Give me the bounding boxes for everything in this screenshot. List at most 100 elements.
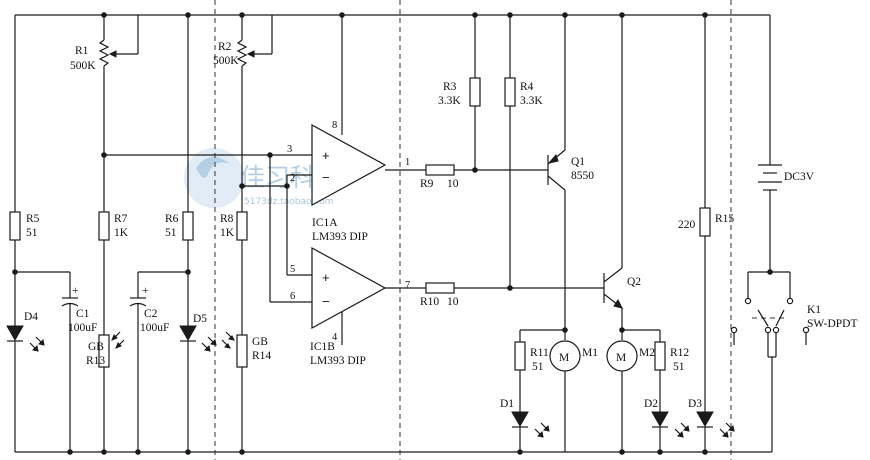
r10-ref: R10 — [420, 296, 439, 308]
r8-value: 1K — [220, 227, 235, 239]
transistor-q1: Q1 8550 — [547, 15, 594, 330]
r15-value: 220 — [678, 219, 696, 231]
d4-triangle — [6, 325, 24, 342]
r8-branch: R8 1K GB R14 — [220, 211, 271, 452]
pullup-resistors: R3 3.3K R4 3.3K — [438, 15, 543, 288]
r3-value: 3.3K — [438, 95, 461, 107]
watermark-logo — [184, 148, 244, 208]
ic1a-ref: IC1A — [312, 217, 338, 229]
transistor-q2: Q2 — [603, 15, 641, 330]
r2-value: 500K — [213, 55, 239, 67]
switch-k1: K1 SW-DPDT — [730, 269, 857, 453]
resistor-r7 — [98, 211, 110, 241]
pin-3-label: 3 — [287, 144, 292, 155]
watermark-logo-swirl — [196, 156, 230, 178]
m2-ref: M2 — [639, 347, 655, 359]
k1-ref: K1 — [807, 304, 821, 316]
svg-text:+: + — [142, 285, 149, 297]
k1-type: SW-DPDT — [807, 318, 857, 330]
r5-value: 51 — [26, 227, 38, 239]
q2-ref: Q2 — [627, 276, 641, 288]
pin-5-label: 5 — [290, 264, 295, 275]
r12-ref: R12 — [670, 347, 689, 359]
motor-m2-branch: M M2 R12 51 D2 — [606, 327, 690, 452]
r11-value: 51 — [532, 361, 544, 373]
c1-ref: C1 — [76, 308, 90, 320]
ic1b-triangle — [311, 246, 387, 330]
q1-ref: Q1 — [571, 156, 585, 168]
pin-6-label: 6 — [290, 291, 295, 302]
pin-4-label: 4 — [332, 332, 338, 343]
led-d4: D4 — [6, 311, 70, 453]
resistor-r11 — [514, 341, 526, 371]
m1-ref: M1 — [582, 347, 598, 359]
supply-rails — [14, 12, 770, 455]
ic1b-minus: − — [322, 294, 330, 309]
resistor-r4 — [504, 77, 516, 107]
r4-value: 3.3K — [520, 95, 543, 107]
capacitor-c2: + C2 100uF — [129, 271, 188, 452]
d4-ref: D4 — [24, 311, 38, 323]
r7-ref: R7 — [114, 213, 128, 225]
ic1b-part: LM393 DIP — [310, 355, 366, 367]
d2-ref: D2 — [644, 398, 658, 410]
r5-ref: R5 — [26, 213, 40, 225]
r13-ref: R13 — [86, 355, 105, 367]
r14-type: GB — [252, 336, 268, 348]
comparator-input-wiring — [104, 152, 312, 303]
r7-value: 1K — [114, 227, 129, 239]
d3-triangle — [696, 411, 714, 428]
r2-ref: R2 — [218, 41, 232, 53]
m1-symbol: M — [559, 352, 569, 364]
d1-triangle — [511, 411, 529, 428]
resistor-r6 — [182, 211, 194, 241]
pin-8-label: 8 — [332, 120, 337, 131]
resistor-r8 — [236, 211, 248, 241]
resistor-r3 — [469, 77, 481, 107]
r4-ref: R4 — [520, 81, 534, 93]
pin-1-label: 1 — [405, 157, 410, 168]
r14-ref: R14 — [252, 350, 271, 362]
ic1b-plus: + — [322, 270, 330, 285]
section-dividers — [214, 0, 732, 460]
r9-value: 10 — [447, 178, 459, 190]
battery-dc3v: DC3V — [758, 15, 815, 272]
pin-2-label: 2 — [290, 173, 295, 184]
resistor-r12 — [654, 341, 666, 371]
resistor-r9 — [425, 164, 455, 176]
pin-7-label: 7 — [405, 280, 410, 291]
q1-value: 8550 — [571, 170, 594, 182]
c1-plate-bottom — [61, 302, 79, 307]
r7-branch: R7 1K GB R13 — [86, 211, 129, 452]
r15-ref: R15 — [715, 213, 734, 225]
resistor-r15 — [699, 207, 711, 237]
watermark-url: 5173dz.taobao.com — [244, 197, 333, 207]
resistor-r5 — [9, 211, 21, 241]
d5-triangle — [179, 325, 197, 342]
r9-ref: R9 — [420, 178, 434, 190]
m2-symbol: M — [616, 352, 626, 364]
ic1a-plus: + — [322, 148, 330, 163]
c2-value: 100uF — [140, 322, 169, 334]
comparator-ic1b: + − 4 5 6 7 IC1B LM393 DIP — [290, 246, 410, 367]
svg-text:+: + — [72, 285, 79, 297]
battery-value: DC3V — [784, 171, 815, 183]
r1-zigzag — [98, 39, 110, 67]
comparator-ic1a: + − 8 3 2 1 IC1A LM393 DIP — [287, 15, 410, 243]
r6-value: 51 — [165, 227, 177, 239]
r5-branch: R5 51 + C1 100uF — [9, 211, 97, 452]
r1-ref: R1 — [75, 45, 89, 57]
r11-ref: R11 — [530, 347, 549, 359]
power-indicator: 220 R15 D3 — [678, 15, 735, 452]
d5-ref: D5 — [193, 313, 207, 325]
motor-m1-branch: M M1 R11 51 D1 — [500, 327, 598, 452]
r2-zigzag — [236, 39, 248, 67]
output-wiring: R9 10 R10 10 — [385, 164, 604, 308]
r3-ref: R3 — [443, 81, 457, 93]
d1-ref: D1 — [500, 398, 514, 410]
d2-triangle — [651, 411, 669, 428]
r6-ref: R6 — [165, 213, 179, 225]
r6-branch: R6 51 D5 — [165, 15, 217, 452]
r12-value: 51 — [673, 361, 685, 373]
